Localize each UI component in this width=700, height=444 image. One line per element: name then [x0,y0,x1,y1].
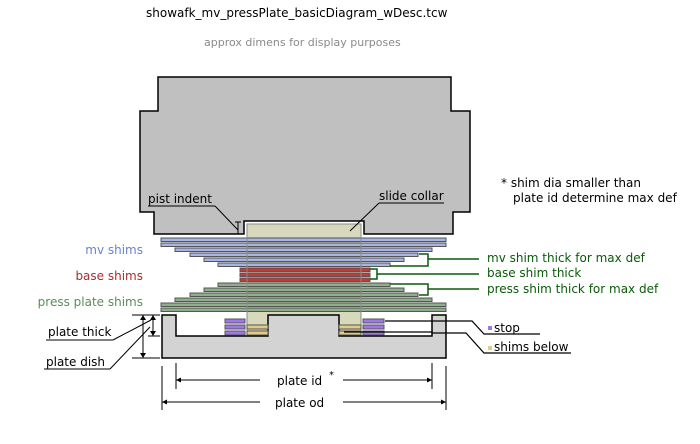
base-shim [239,272,371,277]
press-plate-shim [174,297,433,302]
note-line-1: * shim dia smaller than [501,176,641,190]
shims-below-legend-swatch [488,346,492,350]
pist-indent-leader [214,205,239,231]
plate-dish-leader [109,326,151,370]
stop-shims-group [224,318,385,336]
label-press-plate-shims: press plate shims [38,295,143,309]
shim-below [246,324,269,330]
mv-shim [203,257,405,262]
press-plate-shim [160,307,447,312]
base-shims-group [239,267,371,282]
press-plate-shim [203,287,405,292]
note-line-2: plate id determine max def [513,191,678,205]
plate-od-arrow-left [162,399,167,405]
label-slide-collar: slide collar [379,189,444,203]
press-plate-shim [217,282,391,287]
label-press-shim-thick: press shim thick for max def [487,282,659,296]
base-shim [239,267,371,272]
stop-shim [224,330,246,336]
base-shim-thick-bracket [370,268,479,280]
plate-thick-leader [112,319,152,341]
mv-shim [160,237,447,242]
plate-dish-arrow-top [140,315,146,320]
stop-shim [362,318,385,324]
plate-id-arrow-right [427,377,432,383]
shim-below [338,324,362,330]
diagram-title: showafk_mv_pressPlate_basicDiagram_wDesc… [146,6,448,20]
press-plate-shim [189,292,419,297]
mv-shims-group [160,237,447,267]
mv-shim-thick-bracket [390,253,479,267]
plate-id-asterisk: * [329,370,334,381]
stop-legend-swatch [488,326,492,330]
piston [139,76,471,235]
stop-shim [362,324,385,330]
plate-thick-dimension [132,314,160,359]
label-plate-od: plate od [275,396,324,410]
press-plate [161,314,447,359]
mv-shim [189,252,419,257]
stop-shim [224,318,246,324]
press-plate-shim [160,302,447,307]
label-plate-id: plate id [277,374,322,388]
label-plate-thick: plate thick [48,325,111,339]
stop-shim [362,330,385,336]
shim-below [246,330,269,336]
press-plate-shims-group [160,282,447,312]
label-pist-indent: pist indent [148,192,212,206]
plate-thick-arrow-bottom [150,331,156,336]
label-mv-shim-thick: mv shim thick for max def [487,251,646,265]
press-shim-thick-bracket [390,283,479,296]
mv-shim [217,262,391,267]
mv-shim [160,242,447,247]
label-plate-dish: plate dish [46,355,105,369]
slide-collar-leader [349,202,380,232]
plate-od-arrow-right [441,399,446,405]
diagram-subtitle: approx dimens for display purposes [204,36,401,49]
label-mv-shims: mv shims [85,243,143,257]
plate-id-arrow-left [176,377,181,383]
label-shims-below: shims below [494,340,569,354]
shim-below [338,330,362,336]
shims-below-leader [344,331,571,354]
label-base-shim-thick: base shim thick [487,266,581,280]
base-shim [239,277,371,282]
stop-leader [385,320,540,335]
plate-thick-arrow-top [150,315,156,320]
plate-dish-arrow-bottom [140,353,146,358]
label-stop: stop [494,321,520,335]
label-base-shims: base shims [75,269,143,283]
shims-below-group [246,324,362,336]
mv-shim [174,247,433,252]
stop-shim [224,324,246,330]
